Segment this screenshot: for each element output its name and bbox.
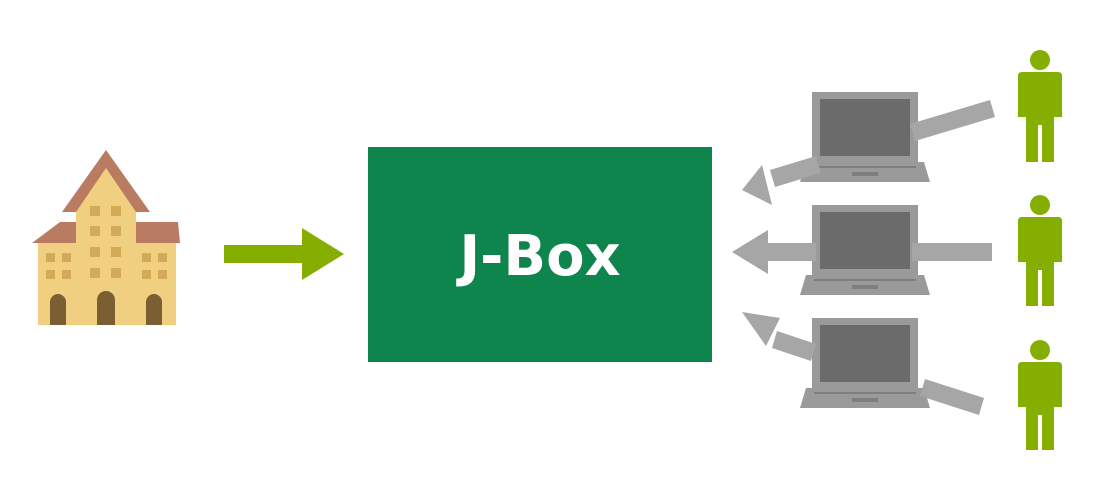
person-icon-2 bbox=[1018, 195, 1062, 306]
j-box: J-Box bbox=[368, 147, 712, 362]
j-box-label: J-Box bbox=[455, 224, 620, 289]
person-icon-3 bbox=[1018, 340, 1062, 450]
j-box-rect bbox=[368, 147, 712, 362]
gray-arrow-2 bbox=[732, 230, 992, 274]
laptop-icon-3 bbox=[800, 318, 930, 408]
building-icon bbox=[32, 150, 180, 325]
laptop-icon-1 bbox=[800, 92, 930, 182]
laptop-icon-2 bbox=[800, 205, 930, 295]
gray-arrow-3 bbox=[742, 312, 984, 415]
person-icon-1 bbox=[1018, 50, 1062, 162]
green-arrow bbox=[224, 228, 344, 280]
gray-arrow-1 bbox=[742, 100, 995, 205]
